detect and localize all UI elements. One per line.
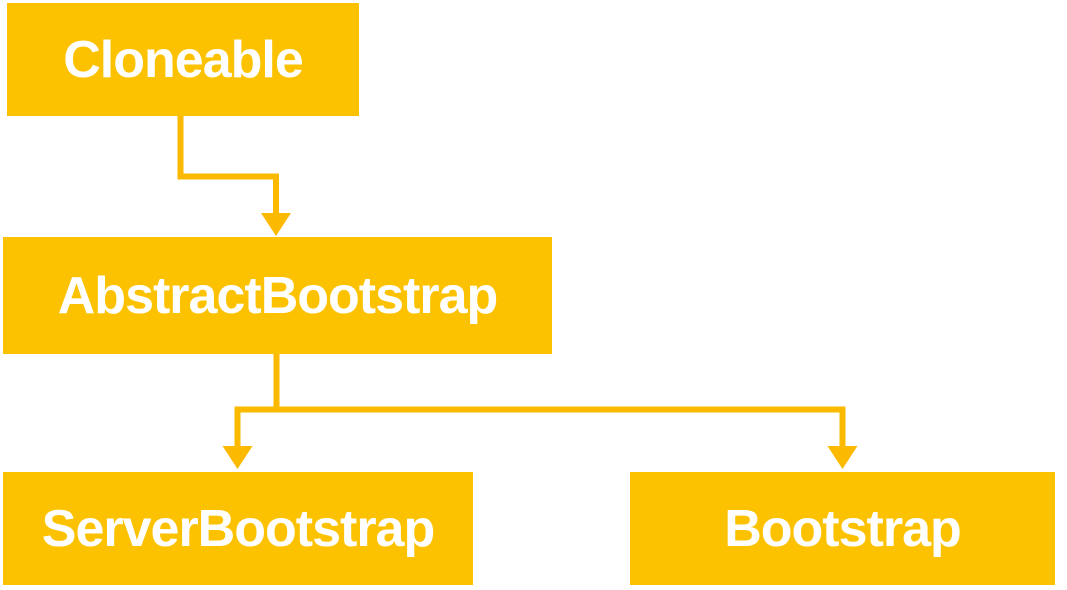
edge-cloneable-to-abstractbootstrap bbox=[177, 116, 279, 218]
node-cloneable-label: Cloneable bbox=[63, 30, 303, 89]
node-cloneable: Cloneable bbox=[7, 3, 359, 116]
node-serverbootstrap: ServerBootstrap bbox=[3, 472, 473, 585]
node-abstractbootstrap-label: AbstractBootstrap bbox=[57, 266, 498, 325]
arrowhead-bootstrap bbox=[827, 446, 858, 469]
node-abstractbootstrap: AbstractBootstrap bbox=[3, 237, 552, 354]
node-serverbootstrap-label: ServerBootstrap bbox=[41, 499, 435, 558]
arrowhead-serverbootstrap bbox=[222, 446, 253, 469]
edge-abstractbootstrap-branch bbox=[234, 353, 846, 449]
node-bootstrap-label: Bootstrap bbox=[724, 499, 962, 558]
node-bootstrap: Bootstrap bbox=[630, 472, 1055, 585]
arrowhead-abstractbootstrap bbox=[261, 213, 291, 236]
